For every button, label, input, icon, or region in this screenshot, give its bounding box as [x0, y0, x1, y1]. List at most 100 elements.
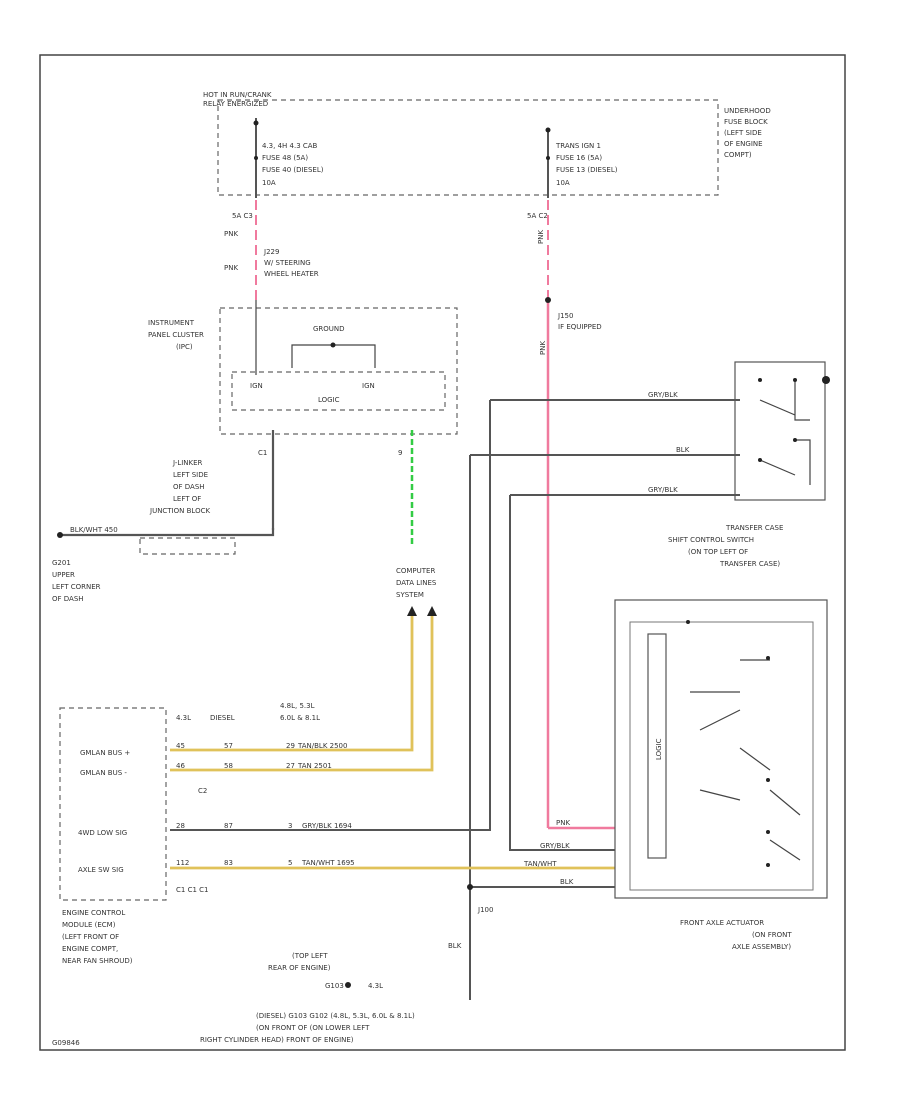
ecm-pin-112: 112	[176, 859, 189, 867]
ecm-label-3: (LEFT FRONT OF	[62, 933, 119, 941]
fa-node-3	[766, 778, 770, 782]
front-axle-box	[614, 599, 828, 899]
ipc-c1-label: C1	[258, 449, 267, 457]
ipc-ign-left: IGN	[250, 382, 263, 390]
diagram-code: G09846	[52, 1039, 80, 1047]
tc-label-3: (ON TOP LEFT OF	[688, 548, 748, 556]
front-axle-logic-label: LOGIC	[655, 738, 663, 760]
ipc-pin-label: 9	[398, 449, 402, 457]
ground-dot	[345, 982, 351, 988]
ecm-axle-sw: AXLE SW SIG	[78, 866, 124, 874]
ground-loc-1: (TOP LEFT	[292, 952, 328, 960]
fuse-right-text-4: 10A	[556, 179, 570, 187]
tc-switch-2	[759, 439, 811, 485]
ecm-box	[59, 707, 167, 901]
ipc-label-1: INSTRUMENT	[148, 319, 195, 327]
fuse-left-text-4: 10A	[262, 179, 276, 187]
splice-label-5: JUNCTION BLOCK	[149, 507, 210, 515]
tc-wire-label-1: GRY/BLK	[648, 391, 678, 399]
ground-wire-horizontal	[60, 528, 275, 537]
j100-label: J100	[477, 906, 493, 914]
dlc-label-2: DATA LINES	[396, 579, 437, 587]
ground-label-g: G103	[325, 982, 344, 990]
front-axle-inner	[629, 621, 814, 891]
ecm-label-4: ENGINE COMPT,	[62, 945, 118, 953]
dlc-arrow-right	[427, 606, 437, 616]
tan-bus-minus	[170, 616, 434, 772]
wire-run-gry-blk	[170, 400, 491, 831]
ecm-4wd-low: 4WD LOW SIG	[78, 829, 127, 837]
front-axle-wire-pnk: PNK	[556, 819, 570, 827]
ecm-header-4: 6.0L & 8.1L	[280, 714, 320, 722]
fuse-right-text-2: FUSE 16 (5A)	[556, 154, 602, 162]
fuse-right-text-1: TRANS IGN 1	[555, 142, 601, 150]
ecm-wire-1: TAN/BLK 2500	[297, 742, 347, 750]
ecm-pin-28: 28	[176, 822, 185, 830]
ground-bottom-3: RIGHT CYLINDER HEAD) FRONT OF ENGINE)	[200, 1036, 354, 1044]
ecm-pin-87: 87	[224, 822, 233, 830]
fuse-left-dot-2	[254, 156, 258, 160]
ipc-ground-label: GROUND	[313, 325, 345, 333]
ecm-label-1: ENGINE CONTROL	[62, 909, 125, 917]
wire-run-gry-blk-2	[509, 495, 615, 851]
g201-label-3: LEFT CORNER	[52, 583, 101, 591]
j229-label-2: W/ STEERING	[264, 259, 311, 267]
tc-wire-label-2: BLK	[676, 446, 690, 454]
underhood-label-2: FUSE BLOCK	[724, 118, 768, 126]
front-axle-switches	[690, 659, 801, 861]
ecm-pin-83: 83	[224, 859, 233, 867]
tan-bus-plus	[170, 616, 414, 752]
j150-label-1: J150	[557, 312, 573, 320]
ecm-pin-5: 5	[288, 859, 292, 867]
ipc-box	[219, 307, 458, 435]
tc-label-4: TRANSFER CASE)	[719, 560, 780, 568]
connector-left-label: 5A C3	[232, 212, 253, 220]
ecm-pin-57: 57	[224, 742, 233, 750]
splice-label-4: LEFT OF	[173, 495, 201, 503]
fuse-left-text-1: 4.3, 4H 4.3 CAB	[262, 142, 318, 150]
g201-wire-label: BLK/WHT 450	[70, 526, 118, 534]
dlc-arrow-left	[407, 606, 417, 616]
ground-label-4-3: 4.3L	[368, 982, 383, 990]
j150-dot	[545, 297, 551, 303]
fuse-right-dot-2	[546, 156, 550, 160]
j229-label-1: J229	[263, 248, 279, 256]
ipc-label-3: (IPC)	[176, 343, 193, 351]
g201-label-1: G201	[52, 559, 71, 567]
ecm-gmlan-plus: GMLAN BUS +	[80, 749, 130, 757]
splice-label-2: LEFT SIDE	[173, 471, 208, 479]
underhood-label-3: (LEFT SIDE	[724, 129, 762, 137]
tc-label-1: TRANSFER CASE	[725, 524, 783, 532]
fa-node-1	[686, 620, 690, 624]
ecm-pin-29: 29	[286, 742, 295, 750]
ecm-header-2: DIESEL	[210, 714, 235, 722]
ground-loc-2: REAR OF ENGINE)	[268, 964, 331, 972]
fuse-right-text-3: FUSE 13 (DIESEL)	[556, 166, 618, 174]
dlc-label-3: SYSTEM	[396, 591, 424, 599]
connector-right-label: 5A C2	[527, 212, 548, 220]
front-axle-label-2: (ON FRONT	[752, 931, 792, 939]
fuse-right-dot	[545, 127, 551, 133]
underhood-label-5: COMPT)	[724, 151, 752, 159]
front-axle-wire-gry: GRY/BLK	[540, 842, 570, 850]
transfer-case-box	[734, 361, 826, 501]
ecm-pin-27: 27	[286, 762, 295, 770]
tc-wire-label-3: GRY/BLK	[648, 486, 678, 494]
ipc-logic: LOGIC	[318, 396, 340, 404]
ipc-ign-right: IGN	[362, 382, 375, 390]
ground-bottom-1: (DIESEL) G103 G102 (4.8L, 5.3L, 6.0L & 8…	[256, 1012, 415, 1020]
ecm-pin-46: 46	[176, 762, 185, 770]
ecm-header-3: 4.8L, 5.3L	[280, 702, 315, 710]
fuse-block-label-1: HOT IN RUN/CRANK	[203, 91, 272, 99]
ecm-pin-58: 58	[224, 762, 233, 770]
g201-ground-dot	[57, 532, 63, 538]
fuse-left-text-2: FUSE 48 (5A)	[262, 154, 308, 162]
splice-label-1: J-LINKER	[172, 459, 203, 467]
tc-switch-1	[759, 380, 810, 421]
dlc-label-1: COMPUTER	[396, 567, 435, 575]
pnk-label-right: PNK	[537, 230, 545, 244]
ground-bottom-2: (ON FRONT OF (ON LOWER LEFT	[256, 1024, 370, 1032]
ecm-wire-4: TAN/WHT 1695	[301, 859, 355, 867]
ecm-c2: C2	[198, 787, 207, 795]
fa-node-2	[766, 656, 770, 660]
